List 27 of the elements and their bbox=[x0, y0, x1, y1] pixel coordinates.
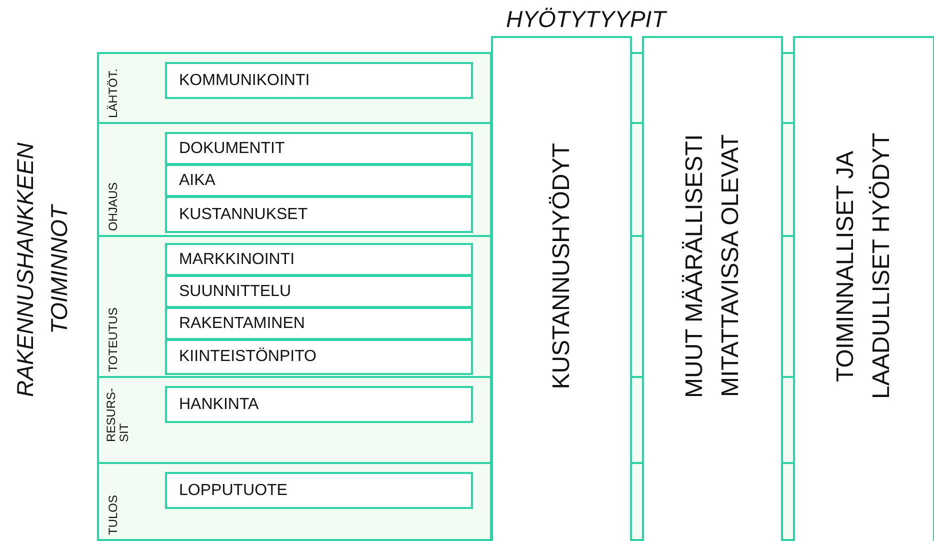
activity-box: KIINTEISTÖNPITO bbox=[165, 339, 473, 375]
row-group-heading: RAKENNUSHANKKEEN TOIMINNOT bbox=[11, 142, 73, 400]
row-band bbox=[97, 122, 492, 237]
row-band bbox=[97, 235, 492, 378]
row-band bbox=[97, 462, 492, 541]
row-band bbox=[97, 376, 492, 464]
row-label: TULOS bbox=[107, 494, 120, 535]
activity-box: MARKKINOINTI bbox=[165, 243, 473, 276]
row-band bbox=[97, 52, 492, 124]
benefit-column bbox=[491, 36, 632, 541]
activity-box: RAKENTAMINEN bbox=[165, 307, 473, 340]
column-label: MUUT MÄÄRÄLLISESTI MITATTAVISSA OLEVAT bbox=[680, 133, 744, 400]
column-group-heading: HYÖTYTYYPIT bbox=[506, 6, 666, 33]
activity-box: SUUNNITTELU bbox=[165, 275, 473, 308]
activity-box: KOMMUNIKOINTI bbox=[165, 62, 473, 99]
row-label: RESURS- SIT bbox=[105, 386, 131, 442]
activity-box: AIKA bbox=[165, 164, 473, 197]
activity-box: KUSTANNUKSET bbox=[165, 196, 473, 233]
row-label: LÄHTÖT. bbox=[107, 68, 120, 118]
column-label: KUSTANNUSHYÖDYT bbox=[546, 142, 576, 390]
activity-box: HANKINTA bbox=[165, 386, 473, 423]
activity-box: DOKUMENTIT bbox=[165, 132, 473, 165]
row-label: OHJAUS bbox=[107, 181, 120, 231]
benefit-column bbox=[793, 36, 934, 541]
column-label: TOIMINNALLISET JA LAADULLISET HYÖDYT bbox=[831, 132, 896, 402]
row-label: TOTEUTUS bbox=[107, 306, 120, 372]
activity-box: LOPPUTUOTE bbox=[165, 472, 473, 509]
